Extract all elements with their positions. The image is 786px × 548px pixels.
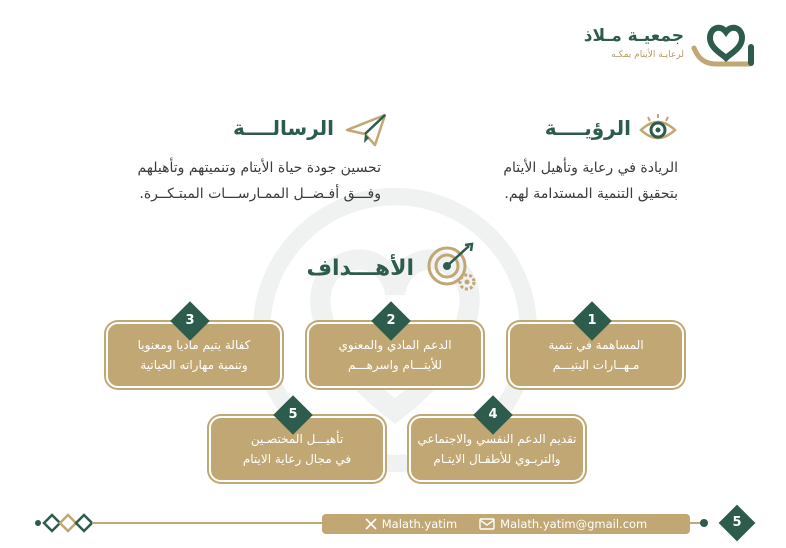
goal-card-4: تقديم الدعم النفسي والاجتماعي والتربـوي …: [409, 416, 585, 482]
goal-number-2: 2: [386, 313, 396, 328]
goal-card-3: كفالة يتيم ماديا ومعنويا وتنمية مهاراته …: [106, 322, 282, 388]
goal-number-5: 5: [288, 407, 298, 422]
page-dot: [700, 519, 708, 527]
logo-subtitle: لرعايـة الأيتام بمكـه: [611, 50, 684, 60]
goal-number-3: 3: [185, 313, 195, 328]
mission-line: وفـــق أفـضــل الممـارســـات المبتـكــرة…: [139, 186, 381, 202]
goal-line: والتربـوي للأطفـال الايتـام: [433, 452, 561, 466]
goal-line: للأيتـــام واسرهـــم: [348, 358, 442, 372]
goal-line: وتنمية مهاراته الحياتية: [140, 358, 248, 372]
malath-logo-icon: [691, 24, 754, 67]
goals-title: الأهـــداف: [306, 256, 414, 281]
vision-line: بتحقيق التنمية المستدامة لهم.: [504, 186, 678, 202]
vision-text: الريادة في رعاية وتأهيل الأيتام بتحقيق ا…: [503, 155, 678, 207]
goal-line: تأهيـــل المختصـين: [250, 432, 344, 446]
footer-contact-bar: Malath.yatim Malath.yatim@gmail.com: [322, 514, 690, 534]
goal-line: في مجال رعاية الايتام: [242, 452, 352, 466]
target-gear-icon: [427, 242, 476, 291]
goal-number-4: 4: [488, 407, 498, 422]
logo-title: جمعيـة مـلاذ: [583, 26, 684, 46]
vision-title: الرؤيــــة: [544, 116, 631, 140]
mission-text: تحسين جودة حياة الأيتام وتنميتهم وتأهيله…: [137, 155, 381, 207]
mission-line: تحسين جودة حياة الأيتام وتنميتهم وتأهيله…: [137, 160, 381, 176]
mission-title: الرسالــــة: [233, 116, 334, 140]
goal-line: الدعم المادي والمعنوي: [338, 338, 452, 352]
vision-line: الريادة في رعاية وتأهيل الأيتام: [503, 160, 678, 176]
page-number: 5: [732, 515, 742, 530]
goal-line: المساهمة في تنمية: [548, 338, 644, 352]
email-address[interactable]: Malath.yatim@gmail.com: [479, 517, 647, 531]
twitter-text: Malath.yatim: [381, 517, 458, 531]
eye-icon: [639, 114, 677, 140]
goal-number-1: 1: [587, 313, 597, 328]
x-twitter-icon: [365, 518, 377, 530]
mail-icon: [479, 518, 495, 530]
ornament-icon: [35, 513, 106, 533]
twitter-handle[interactable]: Malath.yatim: [365, 517, 457, 531]
email-text: Malath.yatim@gmail.com: [500, 517, 648, 531]
goal-line: مـهــارات اليتيـــم: [552, 358, 640, 372]
paper-plane-icon: [345, 113, 387, 147]
goal-line: تقديم الدعم النفسي والاجتماعي: [417, 432, 577, 446]
goal-line: كفالة يتيم ماديا ومعنويا: [137, 338, 251, 352]
